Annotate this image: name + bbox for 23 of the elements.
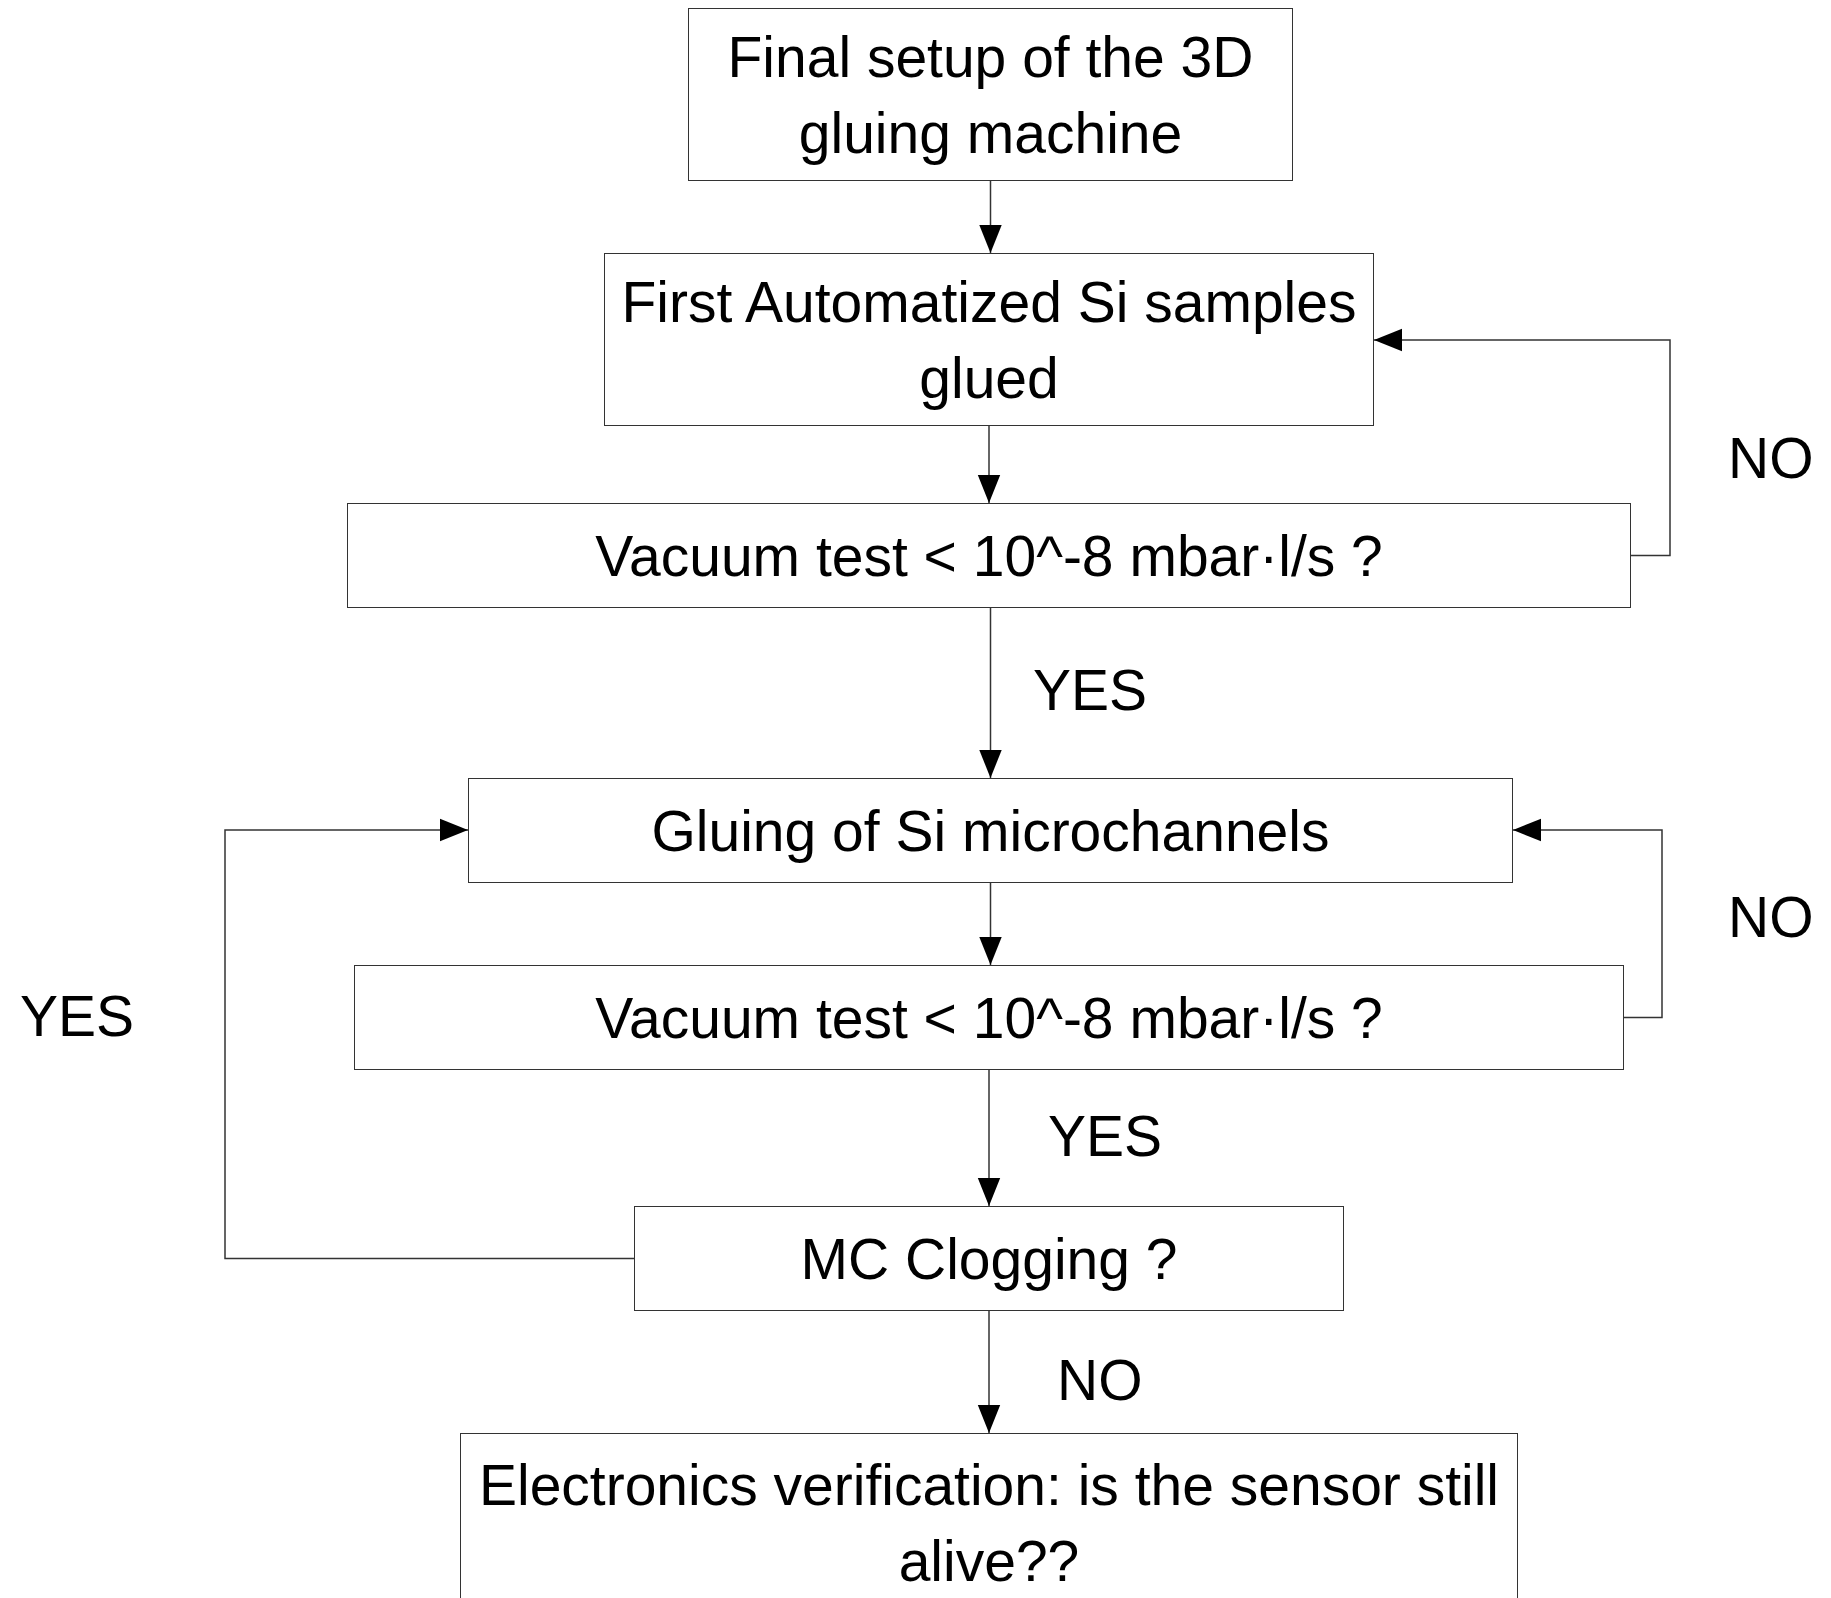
- arrow: [1512, 818, 1663, 1019]
- box-text: MC Clogging ?: [799, 1225, 1179, 1293]
- arrow: [977, 425, 1001, 504]
- process-box: [468, 778, 1513, 883]
- process-box: [634, 1206, 1344, 1311]
- process-box: [460, 1433, 1518, 1598]
- arrow: [977, 1069, 1001, 1207]
- process-box: [354, 965, 1624, 1070]
- arrow: [979, 180, 1002, 254]
- process-box: [347, 503, 1631, 608]
- arrow: [979, 607, 1002, 779]
- box-text: Final setup of the 3D gluing machine: [726, 23, 1255, 167]
- arrow: [979, 882, 1002, 966]
- process-box: [688, 8, 1293, 181]
- box-text: Gluing of Si microchannels: [650, 797, 1331, 865]
- box-text: First Automatized Si samples glued: [620, 268, 1358, 412]
- arrow: [1373, 328, 1671, 557]
- process-box: [604, 253, 1374, 426]
- box-text: Electronics verification: is the sensor still alive??: [477, 1452, 1500, 1595]
- arrow: [224, 818, 635, 1260]
- box-text: Vacuum test < 10^-8 mbar·l/s ?: [594, 522, 1384, 590]
- box-text: Vacuum test < 10^-8 mbar·l/s ?: [594, 984, 1384, 1052]
- arrow: [977, 1310, 1001, 1434]
